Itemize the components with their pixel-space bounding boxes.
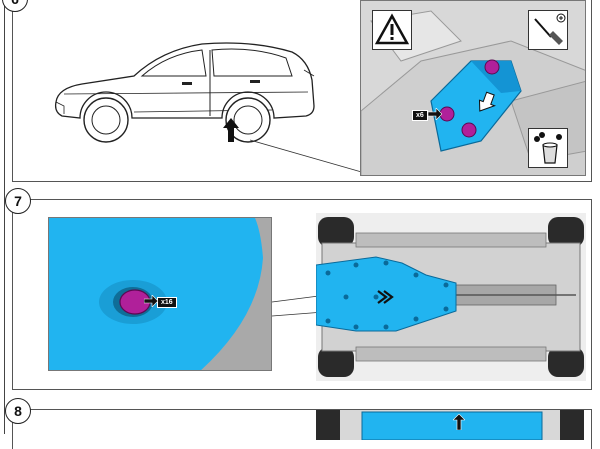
step-6-fastener-count: x6: [412, 110, 428, 121]
arrow-up-icon: [453, 414, 465, 430]
step-7-badge: 7: [5, 188, 31, 214]
container-icon: [528, 128, 568, 168]
warning-icon: [372, 10, 412, 50]
arrow-right-icon: [428, 108, 442, 120]
step-7-section: [12, 199, 592, 390]
arrow-up-icon: [223, 118, 239, 142]
step-7-fastener-count: x16: [157, 297, 177, 308]
step-7-detail-panel: [48, 217, 272, 371]
step-8-preview-panel: [316, 410, 584, 440]
step-8-section: [12, 409, 592, 449]
margin-line: [4, 0, 5, 434]
step-8-badge: 8: [5, 398, 31, 424]
leader-line: [249, 139, 373, 176]
step-6-section: [12, 0, 592, 182]
car-side-illustration: [42, 30, 332, 160]
arrow-right-icon: [144, 295, 158, 307]
screwdriver-icon: [528, 10, 568, 50]
underbody-illustration: [316, 213, 586, 381]
